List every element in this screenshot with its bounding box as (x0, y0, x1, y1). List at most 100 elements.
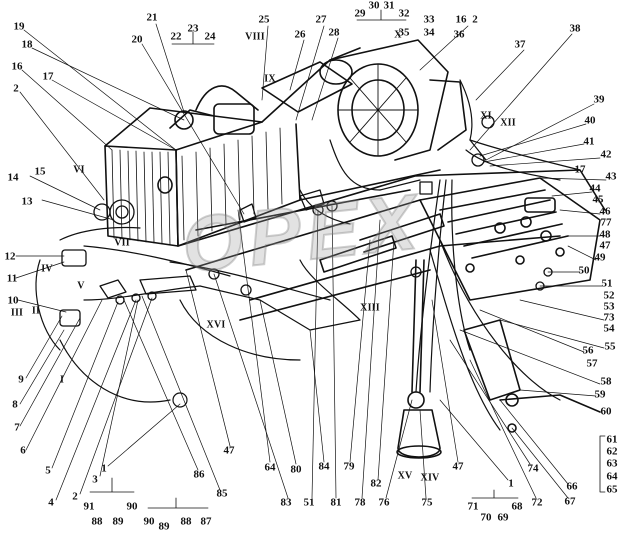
callout-number-84: 47 (452, 460, 464, 473)
callout-number-81: 78 (354, 496, 366, 509)
leader-lines (15, 23, 607, 501)
callout-number-61: 55 (604, 340, 616, 353)
callout-number-33: 29 (354, 7, 366, 20)
callout-number-35: 31 (383, 0, 395, 12)
roman-label-6: VII (114, 237, 130, 249)
callout-number-9: 7 (14, 421, 20, 434)
callout-number-45: 41 (583, 135, 595, 148)
callout-number-72: 47 (223, 444, 235, 457)
callout-number-0: 1 (101, 462, 107, 475)
callout-number-78: 81 (330, 496, 342, 509)
roman-label-12: XVI (206, 319, 226, 331)
callout-number-80: 82 (370, 477, 382, 490)
roman-label-2: IX (264, 73, 276, 85)
callout-number-95: 91 (83, 500, 95, 513)
callout-number-91: 71 (467, 500, 479, 513)
roman-label-0: X (394, 29, 402, 41)
roman-label-3: XI (480, 110, 492, 122)
roman-label-7: IV (41, 263, 53, 275)
callout-number-30: 26 (294, 28, 306, 41)
harness (35, 79, 581, 431)
callout-number-37: 33 (423, 13, 435, 26)
callout-number-70: 64 (606, 470, 618, 483)
air-filter (169, 59, 353, 135)
callout-number-34: 30 (368, 0, 380, 12)
callout-number-71: 65 (606, 483, 618, 496)
callout-number-98: 90 (126, 500, 138, 513)
callout-number-6: 4 (48, 496, 54, 509)
callout-number-29: 25 (258, 13, 270, 26)
callout-number-55: 50 (578, 264, 590, 277)
callout-number-85: 74 (527, 462, 539, 475)
callout-number-22: 18 (21, 38, 33, 51)
callout-number-90: 85 (216, 487, 228, 500)
roman-label-1: VIII (245, 31, 265, 43)
callout-number-50: 46 (599, 205, 611, 218)
callout-number-64: 58 (600, 375, 612, 388)
callout-number-36: 32 (398, 7, 410, 20)
callout-number-100: 89 (158, 520, 170, 533)
radiator (104, 107, 301, 247)
callout-number-46: 42 (600, 148, 612, 161)
callout-number-60: 54 (603, 322, 615, 335)
frame (177, 169, 606, 321)
callout-number-86: 72 (531, 496, 543, 509)
callout-number-28: 24 (204, 30, 216, 43)
callout-number-47: 43 (605, 170, 617, 183)
callout-number-12: 10 (7, 294, 19, 307)
callout-number-102: 87 (200, 515, 212, 528)
roman-label-14: XV (397, 470, 413, 482)
callout-number-74: 80 (290, 463, 302, 476)
small-parts (59, 115, 553, 327)
callout-number-79: 79 (343, 460, 355, 473)
callout-number-1: 1 (508, 477, 514, 490)
callout-number-32: 28 (328, 26, 340, 39)
callout-number-15: 13 (21, 195, 33, 208)
callout-number-82: 76 (378, 496, 390, 509)
callout-number-58: 53 (603, 300, 615, 313)
callout-number-54: 49 (594, 251, 606, 264)
callout-number-93: 69 (497, 511, 509, 524)
fan-housing (261, 39, 467, 161)
roman-label-5: VI (73, 164, 85, 176)
callout-number-77: 51 (303, 496, 315, 509)
callout-number-94: 68 (511, 500, 523, 513)
callout-number-59: 73 (603, 311, 615, 324)
callout-number-51: 77 (600, 216, 612, 229)
callout-number-4: 2 (72, 490, 78, 503)
callout-number-67: 61 (606, 433, 618, 446)
callout-number-88: 67 (564, 495, 576, 508)
callout-number-24: 20 (131, 33, 143, 46)
callout-number-44: 40 (584, 114, 596, 127)
callout-number-16: 14 (7, 171, 19, 184)
callout-number-75: 83 (280, 496, 292, 509)
callout-number-23: 19 (13, 20, 25, 33)
callout-number-97: 89 (112, 515, 124, 528)
callout-number-10: 8 (12, 398, 18, 411)
callout-number-65: 59 (594, 388, 606, 401)
callout-number-73: 64 (264, 461, 276, 474)
roman-label-4: XII (500, 117, 516, 129)
callout-number-40: 36 (453, 28, 465, 41)
callout-number-19: 16 (455, 13, 467, 26)
callout-number-20: 17 (42, 70, 54, 83)
callout-number-76: 84 (318, 460, 330, 473)
callout-number-62: 56 (582, 344, 594, 357)
callout-number-3: 2 (472, 13, 478, 26)
callout-number-38: 34 (423, 26, 435, 39)
callout-number-18: 16 (11, 60, 23, 73)
callout-number-11: 9 (18, 373, 24, 386)
callout-number-25: 21 (146, 11, 158, 24)
callout-number-8: 6 (20, 444, 26, 457)
callout-number-83: 75 (421, 496, 433, 509)
callout-number-68: 62 (606, 445, 618, 458)
roman-label-13: XIII (360, 302, 380, 314)
callout-number-41: 37 (514, 38, 526, 51)
callout-number-56: 51 (601, 277, 613, 290)
callout-number-53: 47 (599, 239, 611, 252)
callout-number-52: 48 (599, 228, 611, 241)
callout-number-42: 38 (569, 22, 581, 35)
callout-number-14: 12 (4, 250, 16, 263)
callout-number-63: 57 (586, 357, 598, 370)
